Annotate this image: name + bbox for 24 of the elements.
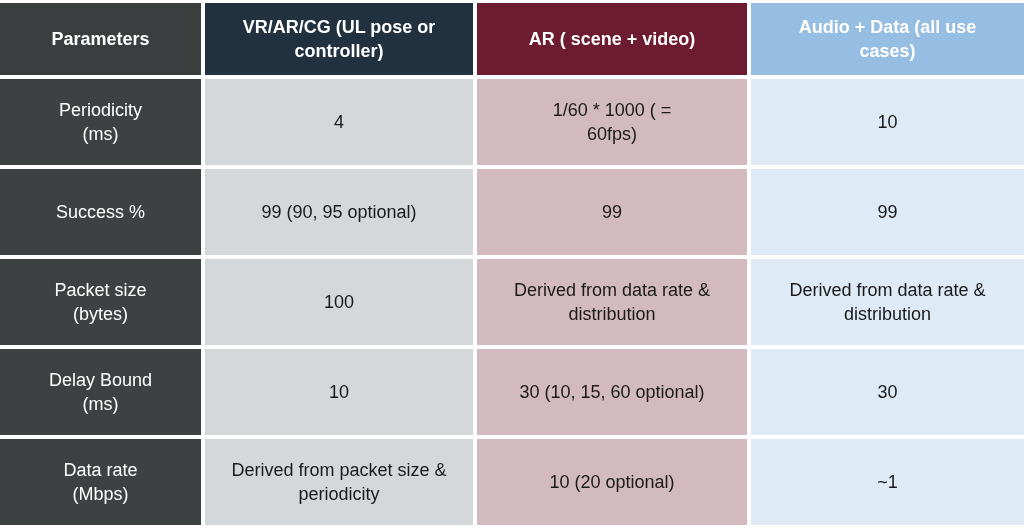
- row-header-cell: Packet size (bytes): [0, 259, 201, 345]
- table-cell: 30 (10, 15, 60 optional): [477, 349, 747, 435]
- table-cell: 10: [751, 79, 1024, 165]
- table-cell: 10 (20 optional): [477, 439, 747, 525]
- table-cell: Derived from data rate & distribution: [751, 259, 1024, 345]
- row-header-cell: Delay Bound (ms): [0, 349, 201, 435]
- table-cell: Derived from packet size & periodicity: [205, 439, 473, 525]
- table-cell: 10: [205, 349, 473, 435]
- row-header-cell: Data rate (Mbps): [0, 439, 201, 525]
- header-cell: AR ( scene + video): [477, 3, 747, 75]
- table-cell: 99: [477, 169, 747, 255]
- row-header-cell: Periodicity (ms): [0, 79, 201, 165]
- table-cell: ~1: [751, 439, 1024, 525]
- table-cell: 1/60 * 1000 ( = 60fps): [477, 79, 747, 165]
- table-cell: 99 (90, 95 optional): [205, 169, 473, 255]
- header-cell: Parameters: [0, 3, 201, 75]
- table-cell: Derived from data rate & distribution: [477, 259, 747, 345]
- header-cell: Audio + Data (all use cases): [751, 3, 1024, 75]
- table-cell: 4: [205, 79, 473, 165]
- header-cell: VR/AR/CG (UL pose or controller): [205, 3, 473, 75]
- table-cell: 99: [751, 169, 1024, 255]
- row-header-cell: Success %: [0, 169, 201, 255]
- table-cell: 30: [751, 349, 1024, 435]
- table-cell: 100: [205, 259, 473, 345]
